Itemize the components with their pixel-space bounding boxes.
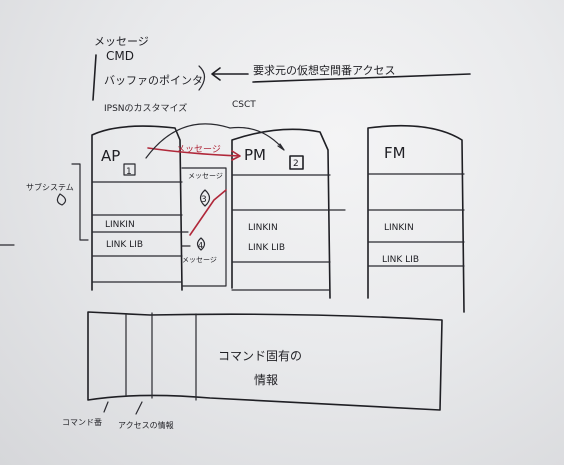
fm-box-rows — [367, 173, 465, 267]
note-brace — [198, 65, 206, 91]
black-message-arrow — [145, 123, 285, 159]
note-ipsn: IPSNのカスタマイズ — [104, 102, 187, 114]
note-message-header: メッセージ — [94, 35, 149, 48]
ap-box-rows — [91, 181, 183, 283]
pm-title: PM — [244, 146, 266, 164]
note-buffer-pointer: バッファのポインタ — [104, 74, 203, 87]
red-diagonal — [189, 189, 227, 236]
message-column — [181, 167, 227, 287]
subsystem-circle — [56, 193, 67, 206]
pm-badge-box — [289, 155, 304, 170]
lower-main-label-2: 情報 — [254, 373, 278, 387]
pm-box-outline — [231, 128, 331, 299]
ap-title: AP — [101, 147, 120, 165]
note-csct: CSCT — [232, 100, 256, 110]
badge-3-circle — [199, 189, 211, 207]
message-top-label: メッセージ — [188, 172, 223, 180]
message-red-label: メッセージ — [176, 144, 221, 155]
lower-struct-box — [87, 311, 443, 411]
pm-badge: 2 — [293, 159, 299, 169]
pm-box-rows — [231, 174, 346, 291]
ap-left-link — [71, 163, 89, 241]
lower-struct-dividers — [125, 312, 197, 401]
ap-message-links — [181, 231, 191, 247]
lower-left-label-1: コマンド番 — [62, 417, 102, 427]
pm-row1: LINKIN — [248, 223, 278, 233]
fm-row2: LINK LIB — [382, 255, 419, 265]
ap-row2: LINK LIB — [106, 240, 143, 250]
lower-leader-1 — [103, 401, 109, 413]
ap-row1: LINKIN — [105, 220, 135, 230]
lower-main-label-1: コマンド固有の — [218, 349, 302, 363]
request-arrow — [211, 67, 249, 81]
request-underline — [252, 73, 471, 83]
subsystem-label: サブシステム — [26, 182, 74, 192]
ap-box-outline — [91, 125, 183, 291]
fm-box-outline — [367, 124, 465, 313]
badge-3: 3 — [201, 195, 207, 205]
fm-row1: LINKIN — [384, 223, 414, 233]
lower-left-label-2: アクセスの情報 — [118, 420, 174, 430]
ap-badge: 1 — [126, 167, 132, 177]
lower-leader-2 — [135, 401, 143, 415]
ap-badge-box — [123, 163, 136, 176]
message-bottom-label: メッセージ — [182, 256, 217, 264]
note-cmd: CMD — [106, 49, 134, 63]
note-request-source: 要求元の仮想空間番アクセス — [253, 63, 395, 77]
pm-row2: LINK LIB — [248, 243, 285, 253]
fm-title: FM — [384, 144, 406, 162]
note-bracket — [92, 54, 97, 101]
badge-4: 4 — [198, 241, 203, 250]
red-message-arrow — [147, 147, 241, 161]
badge-4-circle — [196, 237, 206, 251]
